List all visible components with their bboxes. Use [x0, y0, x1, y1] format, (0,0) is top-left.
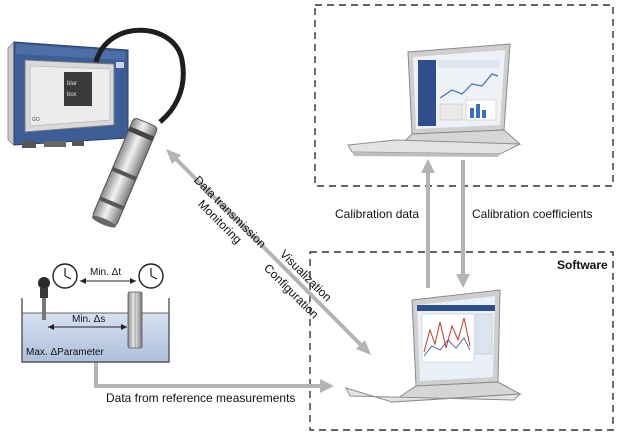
software-label: Software — [557, 258, 608, 272]
laptop-local — [345, 289, 522, 403]
device-screen-text-bottom: box — [67, 92, 77, 98]
immersed-sensor-icon — [127, 291, 143, 349]
sensor-probe — [91, 117, 158, 228]
clock-icon-left — [52, 263, 78, 289]
calibration-data-label: Calibration data — [335, 207, 420, 221]
laptop-remote — [347, 43, 522, 157]
max-dparameter-label: Max. ΔParameter — [26, 347, 104, 358]
reference-scene — [21, 263, 170, 363]
handheld-probe-icon — [38, 277, 50, 320]
min-ds-label: Min. Δs — [72, 314, 106, 325]
sensor-cable — [93, 27, 186, 124]
arrows — [94, 149, 470, 393]
min-dt-label: Min. Δt — [90, 267, 122, 278]
reference-measurements-label: Data from reference measurements — [106, 391, 296, 405]
reference-measurements-arrow — [94, 362, 322, 388]
monitoring-device: blar box GO — [7, 27, 186, 228]
device-badge-icon — [116, 62, 124, 68]
device-model-text: GO — [32, 117, 40, 123]
water-tank — [22, 313, 169, 362]
data-transmission-arrow — [173, 156, 364, 348]
device-screen-text-top: blar — [67, 81, 77, 87]
calibration-coefficients-label: Calibration coefficients — [472, 207, 593, 221]
clock-icon-right — [138, 263, 164, 289]
device-screen-logo — [64, 72, 92, 106]
